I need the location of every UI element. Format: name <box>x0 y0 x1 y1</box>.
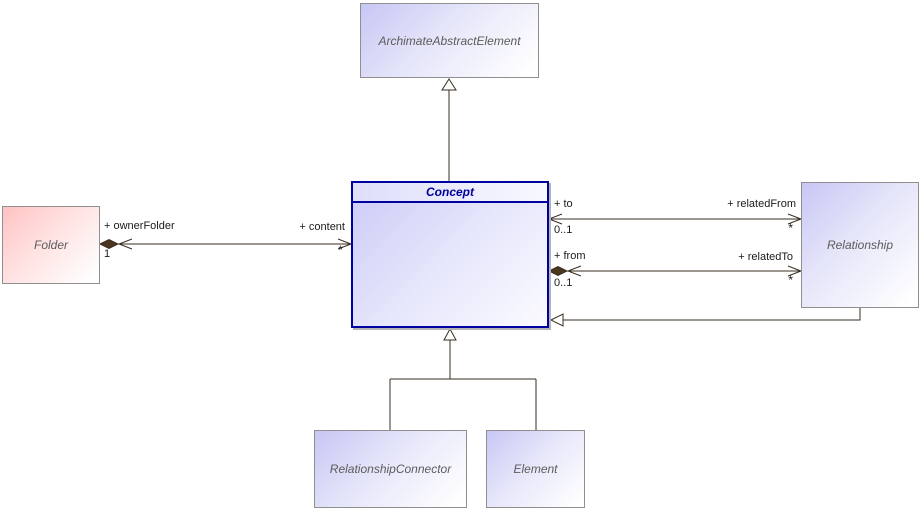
composition-folder-concept[interactable] <box>98 238 353 250</box>
generalization-line <box>389 340 537 430</box>
class-box-folder[interactable]: Folder <box>2 206 100 284</box>
role-label-content: + content <box>299 221 345 233</box>
role-label-relatedfrom: + relatedFrom <box>727 198 796 210</box>
class-box-relationship-connector[interactable]: RelationshipConnector <box>314 430 467 508</box>
multiplicity-from: 0..1 <box>554 277 573 289</box>
hollow-triangle-icon <box>549 313 564 327</box>
association-to-relatedfrom[interactable] <box>547 213 803 225</box>
class-name-label: Concept <box>353 183 547 203</box>
role-label-from: + from <box>554 250 586 262</box>
role-label-relatedto: + relatedTo <box>738 251 793 263</box>
hollow-triangle-icon <box>443 327 457 341</box>
multiplicity-to: 0..1 <box>554 224 573 236</box>
multiplicity-ownerfolder: 1 <box>104 248 111 260</box>
class-name-label: Element <box>513 462 558 476</box>
class-box-archimate-abstract-element[interactable]: ArchimateAbstractElement <box>360 3 539 78</box>
role-label-to: + to <box>554 198 573 210</box>
role-label-ownerfolder: + ownerFolder <box>104 220 175 232</box>
generalization-relationship-concept[interactable] <box>549 308 861 327</box>
hollow-triangle-icon <box>441 78 457 91</box>
concept-attributes-compartment <box>353 203 547 326</box>
generalization-concept-archimateabstractelement[interactable] <box>441 78 457 181</box>
class-box-concept[interactable]: Concept <box>351 181 549 328</box>
filled-diamond-icon <box>547 265 569 277</box>
class-name-label: Relationship <box>826 238 894 252</box>
multiplicity-content: * <box>338 243 343 257</box>
open-arrow-icon <box>547 213 563 225</box>
open-arrow-icon <box>117 238 133 250</box>
generalization-children-concept[interactable] <box>389 327 537 430</box>
multiplicity-relatedfrom: * <box>788 221 793 235</box>
generalization-line <box>563 308 861 321</box>
open-arrow-icon <box>566 265 582 277</box>
composition-from-relatedto[interactable] <box>547 265 803 277</box>
class-name-label: ArchimateAbstractElement <box>378 33 521 48</box>
class-name-label: RelationshipConnector <box>329 462 452 476</box>
class-box-relationship[interactable]: Relationship <box>801 182 919 308</box>
class-name-label: Folder <box>33 238 68 252</box>
class-box-element[interactable]: Element <box>486 430 585 508</box>
multiplicity-relatedto: * <box>788 273 793 287</box>
